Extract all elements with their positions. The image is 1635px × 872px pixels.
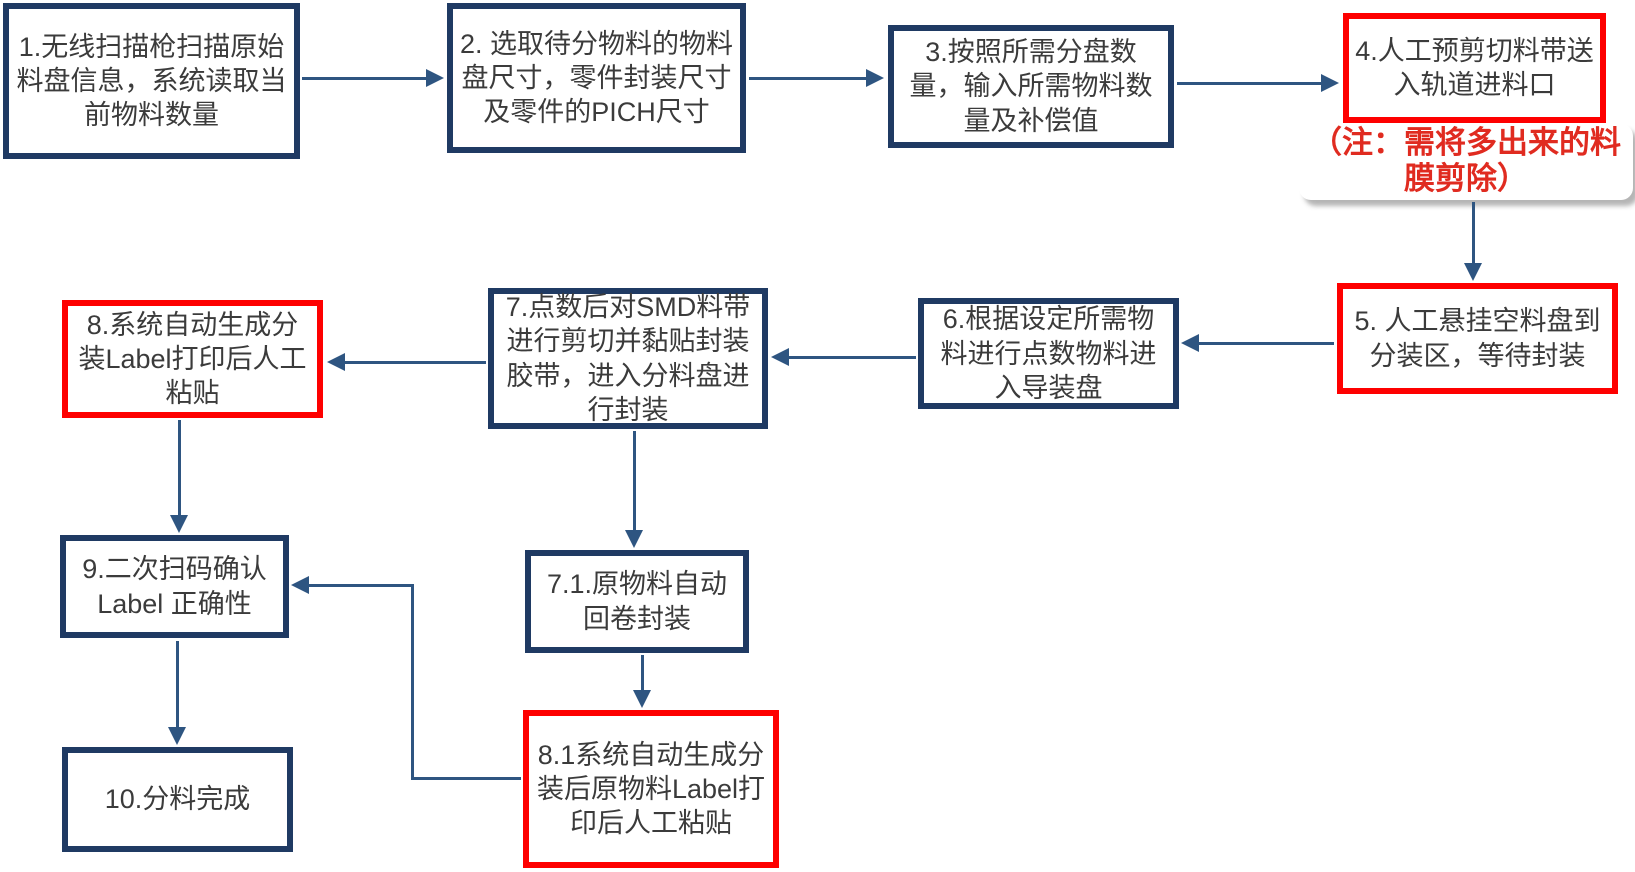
flow-step-7-1-label: 7.1.原物料自动回卷封装 [546, 569, 728, 634]
flow-step-4-note-label: （注：需将多出来的料膜剪除） [1311, 125, 1621, 197]
flow-step-2-label: 2. 选取待分物料的物料盘尺寸，零件封装尺寸及零件的PICH尺寸 [459, 28, 734, 127]
flow-step-1: 1.无线扫描枪扫描原始料盘信息，系统读取当前物料数量 [3, 3, 300, 159]
flow-step-5: 5. 人工悬挂空料盘到分装区，等待封装 [1337, 283, 1618, 394]
flow-step-4-note: （注：需将多出来的料膜剪除） [1299, 124, 1633, 200]
flow-step-10-label: 10.分料完成 [104, 784, 251, 815]
flow-step-4: 4.人工预剪切料带送入轨道进料口 [1343, 13, 1606, 123]
flow-step-10: 10.分料完成 [62, 747, 293, 852]
flow-step-8-1: 8.1系统自动生成分装后原物料Label打印后人工粘贴 [523, 710, 779, 868]
flow-step-7: 7.点数后对SMD料带进行剪切并黏贴封装胶带，进入分料盘进行封装 [488, 288, 768, 429]
flow-step-8: 8.系统自动生成分装Label打印后人工粘贴 [62, 300, 323, 418]
flow-step-5-label: 5. 人工悬挂空料盘到分装区，等待封装 [1354, 306, 1601, 371]
flow-step-3-label: 3.按照所需分盘数量，输入所需物料数量及补偿值 [909, 37, 1153, 136]
flow-step-9-label: 9.二次扫码确认 Label 正确性 [82, 554, 267, 619]
flow-step-6-label: 6.根据设定所需物料进行点数物料进入导装盘 [940, 304, 1157, 403]
flow-step-7-1: 7.1.原物料自动回卷封装 [525, 550, 749, 653]
flow-step-7-label: 7.点数后对SMD料带进行剪切并黏贴封装胶带，进入分料盘进行封装 [505, 292, 751, 425]
flow-step-2: 2. 选取待分物料的物料盘尺寸，零件封装尺寸及零件的PICH尺寸 [447, 3, 746, 153]
flow-step-9: 9.二次扫码确认 Label 正确性 [60, 535, 289, 638]
flow-step-4-label: 4.人工预剪切料带送入轨道进料口 [1355, 35, 1594, 100]
flow-step-1-label: 1.无线扫描枪扫描原始料盘信息，系统读取当前物料数量 [16, 31, 287, 130]
flow-step-8-label: 8.系统自动生成分装Label打印后人工粘贴 [78, 309, 307, 409]
flow-step-6: 6.根据设定所需物料进行点数物料进入导装盘 [918, 298, 1179, 409]
flow-step-3: 3.按照所需分盘数量，输入所需物料数量及补偿值 [888, 25, 1174, 148]
flow-step-8-1-label: 8.1系统自动生成分装后原物料Label打印后人工粘贴 [536, 739, 766, 838]
